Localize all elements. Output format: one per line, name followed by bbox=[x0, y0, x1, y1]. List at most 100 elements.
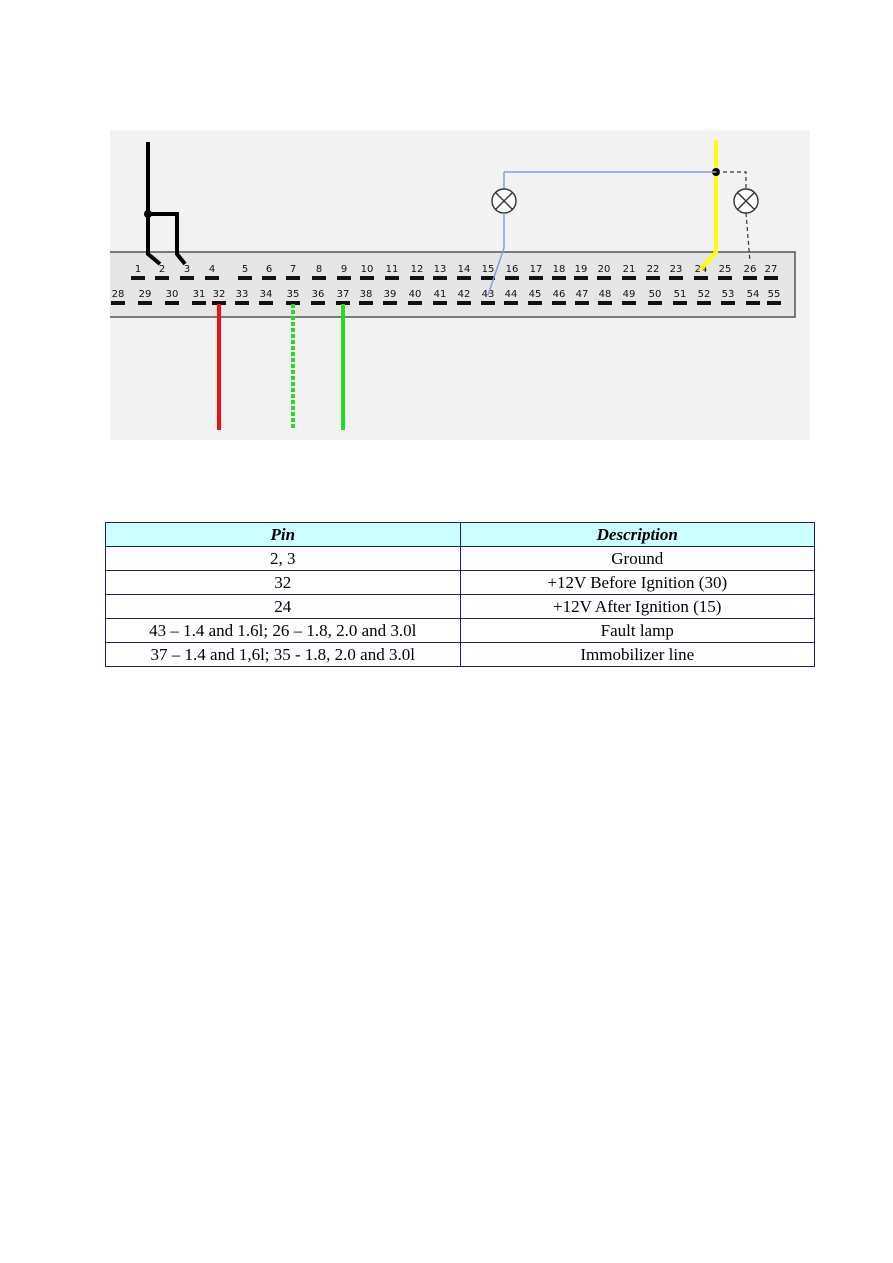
pin-label: 11 bbox=[386, 264, 399, 275]
table-cell-description: Fault lamp bbox=[459, 618, 815, 643]
pin-bar bbox=[337, 276, 351, 280]
pin-bar bbox=[697, 301, 711, 305]
pin-label: 16 bbox=[506, 264, 519, 275]
pin-label: 35 bbox=[287, 289, 300, 300]
pin-label: 2 bbox=[159, 264, 165, 275]
pin-label: 40 bbox=[409, 289, 422, 300]
pin-label: 37 bbox=[337, 289, 350, 300]
pin-label: 44 bbox=[505, 289, 518, 300]
pin-bar bbox=[336, 301, 350, 305]
pin-bar bbox=[746, 301, 760, 305]
pin-bar bbox=[767, 301, 781, 305]
pin-label: 49 bbox=[623, 289, 636, 300]
ground-wire-pin-3 bbox=[148, 212, 187, 266]
pin-label: 21 bbox=[623, 264, 636, 275]
table-cell-description: +12V Before Ignition (30) bbox=[459, 570, 815, 595]
lamp-cross bbox=[737, 192, 755, 210]
pin-bar bbox=[111, 301, 125, 305]
pin-bar bbox=[385, 276, 399, 280]
pin-label: 29 bbox=[139, 289, 152, 300]
pin-bar bbox=[312, 276, 326, 280]
header-description: Description bbox=[459, 522, 815, 547]
pin-label: 7 bbox=[290, 264, 296, 275]
fault-lamp-wire-pin-26 bbox=[745, 212, 751, 263]
pin-bar bbox=[575, 301, 589, 305]
pin-bar bbox=[259, 301, 273, 305]
pin-bar bbox=[505, 276, 519, 280]
pin-label: 10 bbox=[361, 264, 374, 275]
pin-bar bbox=[311, 301, 325, 305]
table-cell-pin: 37 – 1.4 and 1,6l; 35 - 1.8, 2.0 and 3.0… bbox=[105, 642, 461, 667]
pin-label: 45 bbox=[529, 289, 542, 300]
lamp-icon bbox=[491, 188, 517, 214]
pin-label: 53 bbox=[722, 289, 735, 300]
pin-bar bbox=[648, 301, 662, 305]
pin-bar bbox=[646, 276, 660, 280]
pin-label: 38 bbox=[360, 289, 373, 300]
pin-bar bbox=[383, 301, 397, 305]
table-cell-description: Immobilizer line bbox=[459, 642, 815, 667]
fault-lamp-wire-pin-43 bbox=[487, 213, 505, 296]
pin-label: 6 bbox=[266, 264, 272, 275]
pin-bar bbox=[165, 301, 179, 305]
pin-bar bbox=[694, 276, 708, 280]
pin-label: 23 bbox=[670, 264, 683, 275]
pin-label: 33 bbox=[236, 289, 249, 300]
pin-bar bbox=[481, 301, 495, 305]
pin-bar bbox=[669, 276, 683, 280]
pin-label: 19 bbox=[575, 264, 588, 275]
pin-bar bbox=[529, 276, 543, 280]
pin-label: 5 bbox=[242, 264, 248, 275]
ground-wire-pin-2 bbox=[146, 142, 162, 266]
pin-label: 46 bbox=[553, 289, 566, 300]
pin-label: 48 bbox=[599, 289, 612, 300]
ground-junction-dot bbox=[144, 210, 152, 218]
table-row: 43 – 1.4 and 1.6l; 26 – 1.8, 2.0 and 3.0… bbox=[105, 618, 815, 643]
pin-bar bbox=[359, 301, 373, 305]
pin-bar bbox=[262, 276, 276, 280]
pin-label: 47 bbox=[576, 289, 589, 300]
table-cell-pin: 32 bbox=[105, 570, 461, 595]
pin-bar bbox=[718, 276, 732, 280]
pin-label: 50 bbox=[649, 289, 662, 300]
pin-label: 26 bbox=[744, 264, 757, 275]
pin-label: 39 bbox=[384, 289, 397, 300]
pin-label: 28 bbox=[112, 289, 125, 300]
table-cell-pin: 2, 3 bbox=[105, 546, 461, 571]
pin-bar bbox=[205, 276, 219, 280]
pin-label: 8 bbox=[316, 264, 322, 275]
pin-label: 32 bbox=[213, 289, 226, 300]
pin-label: 54 bbox=[747, 289, 760, 300]
pin-bar bbox=[286, 276, 300, 280]
pin-bar bbox=[433, 276, 447, 280]
table-cell-description: +12V After Ignition (15) bbox=[459, 594, 815, 619]
pin-label: 55 bbox=[768, 289, 781, 300]
pin-bar bbox=[131, 276, 145, 280]
pin-description-table: Pin Description 2, 3 Ground 32 +12V Befo… bbox=[105, 522, 815, 667]
table-cell-pin: 43 – 1.4 and 1.6l; 26 – 1.8, 2.0 and 3.0… bbox=[105, 618, 461, 643]
pin-bar bbox=[622, 276, 636, 280]
pin-label: 42 bbox=[458, 289, 471, 300]
pin-bar bbox=[504, 301, 518, 305]
pin-bar bbox=[212, 301, 226, 305]
table-row: 32 +12V Before Ignition (30) bbox=[105, 570, 815, 595]
ignition-wire-pin-24 bbox=[698, 140, 718, 272]
pin-label: 3 bbox=[184, 264, 190, 275]
pin-label: 12 bbox=[411, 264, 424, 275]
lamp-cross bbox=[495, 192, 513, 210]
pin-label: 17 bbox=[530, 264, 543, 275]
pin-label: 15 bbox=[482, 264, 495, 275]
pin-label: 25 bbox=[719, 264, 732, 275]
pin-bar bbox=[721, 301, 735, 305]
pin-label: 36 bbox=[312, 289, 325, 300]
pin-label: 18 bbox=[553, 264, 566, 275]
pin-bar bbox=[286, 301, 300, 305]
pin-bar bbox=[360, 276, 374, 280]
table-cell-pin: 24 bbox=[105, 594, 461, 619]
connector-body bbox=[110, 251, 796, 318]
pin-bar bbox=[528, 301, 542, 305]
lamp-icon bbox=[733, 188, 759, 214]
pin-bar bbox=[457, 276, 471, 280]
pin-label: 30 bbox=[166, 289, 179, 300]
